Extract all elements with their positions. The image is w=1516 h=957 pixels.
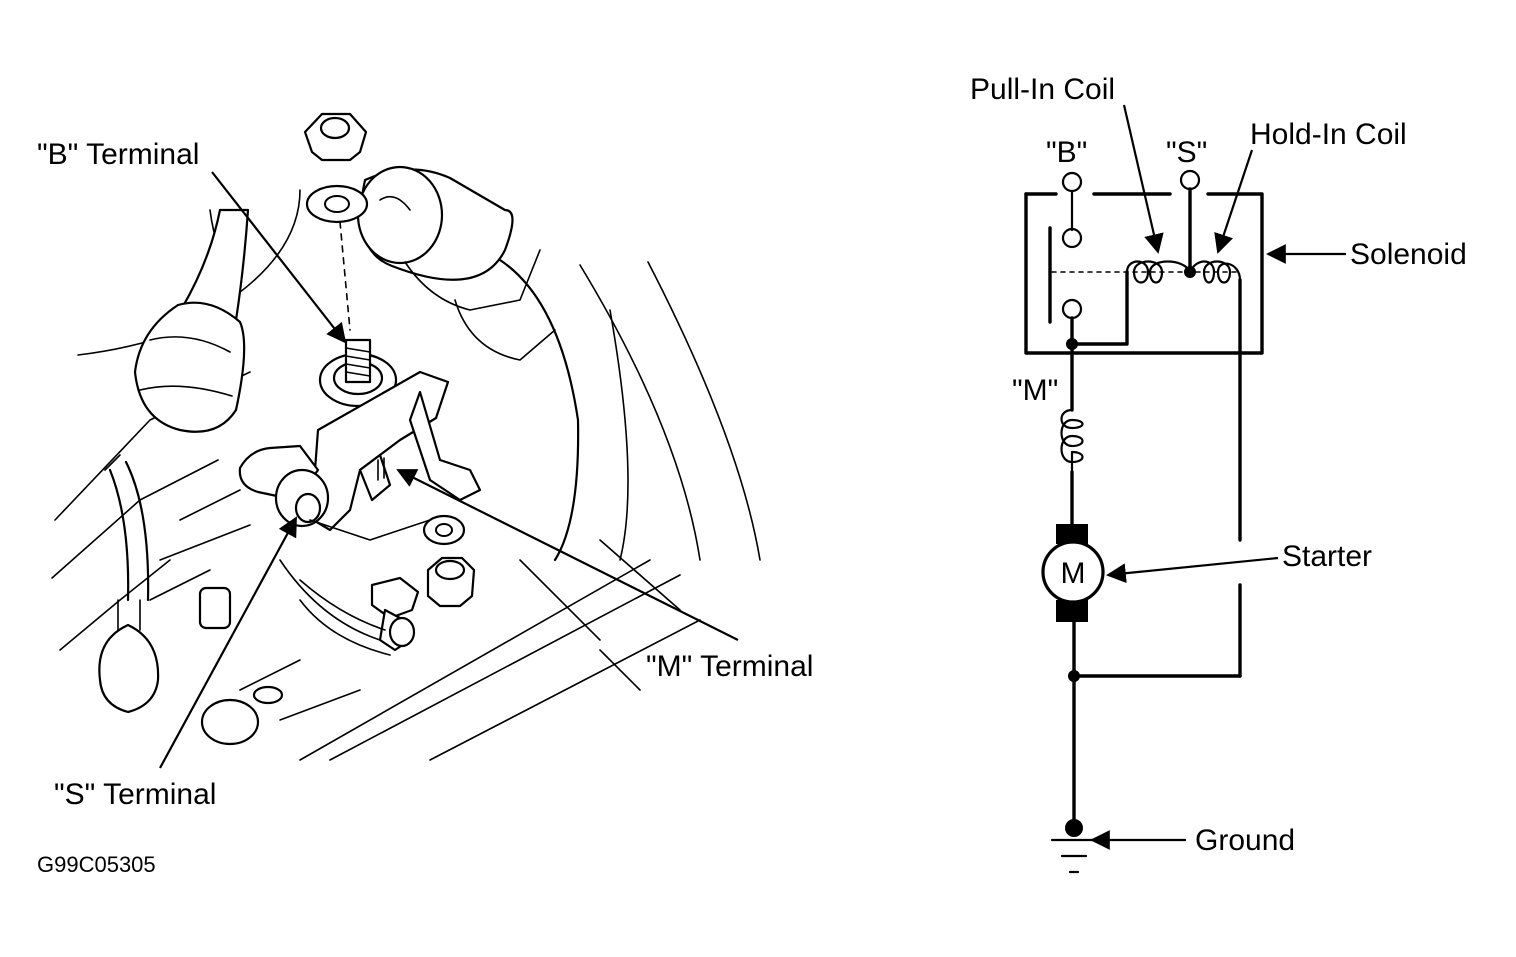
m-terminal-schematic-label: "M" (1012, 374, 1058, 407)
motor-letter: M (1061, 557, 1086, 590)
b-terminal-stud (318, 338, 398, 408)
b-terminal-symbol (1061, 171, 1083, 249)
starter-label: Starter (1282, 540, 1372, 573)
m-nut-and-washer (422, 514, 476, 608)
cable-boot (133, 208, 250, 433)
solenoid-schematic: M Pull-In Coil Hold-In Coil "B" "S" "M" … (970, 73, 1467, 874)
field-coil-symbol (1060, 408, 1084, 474)
starter-motor-symbol: M (1041, 524, 1105, 622)
starter-leader (1106, 556, 1279, 584)
engine-background-lines (51, 189, 761, 761)
pull-in-coil-leader (1122, 104, 1164, 254)
m-terminal-leader (396, 469, 739, 641)
b-terminal-schematic-label: "B" (1046, 136, 1087, 169)
m-terminal-lead (299, 576, 420, 656)
hold-in-coil-leader (1214, 149, 1254, 254)
b-terminal-label: "B" Terminal (37, 138, 199, 171)
hold-in-coil-symbol (1188, 260, 1242, 284)
pull-in-coil-label: Pull-In Coil (970, 73, 1115, 106)
solenoid-body (238, 370, 482, 641)
hold-in-coil-label: Hold-In Coil (1250, 118, 1407, 151)
solenoid-label: Solenoid (1350, 238, 1467, 271)
m-contact-symbol (1061, 270, 1129, 412)
b-terminal-leader (211, 171, 347, 344)
ground-label: Ground (1195, 824, 1295, 857)
lower-cable (98, 460, 284, 746)
s-terminal-symbol (1179, 169, 1201, 278)
figure-code: G99C05305 (37, 852, 156, 877)
ground-symbol (1050, 819, 1098, 874)
nut-and-washer (303, 112, 369, 331)
s-terminal-label: "S" Terminal (54, 778, 216, 811)
s-terminal-leader (159, 516, 297, 769)
s-terminal-schematic-label: "S" (1166, 136, 1207, 169)
terminal-cap (356, 165, 580, 562)
pull-in-coil-symbol (1125, 260, 1192, 284)
starter-illustration: "B" Terminal "M" Terminal "S" Terminal G… (37, 112, 813, 877)
m-terminal-label: "M" Terminal (646, 650, 813, 683)
solenoid-housing (1024, 192, 1264, 355)
